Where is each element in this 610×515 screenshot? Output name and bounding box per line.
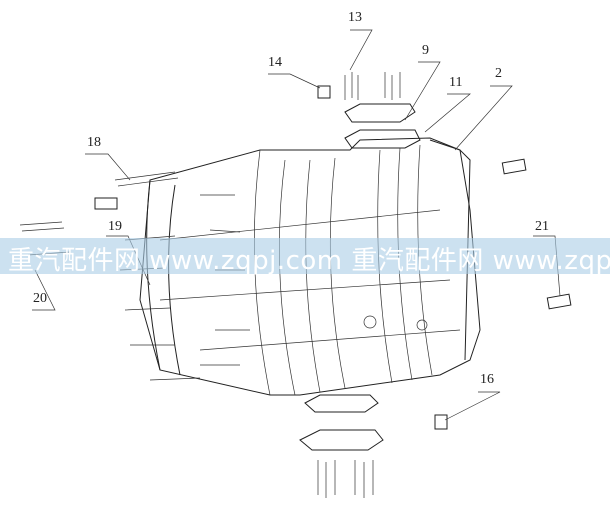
pins-right <box>501 158 572 310</box>
callout-14: 14 <box>268 55 282 70</box>
callout-9: 9 <box>422 43 429 58</box>
leader-lines <box>32 29 561 421</box>
callout-2: 2 <box>495 66 502 81</box>
bolts-top <box>317 72 401 100</box>
watermark-text: 重汽配件网 www.zqpj.com 重汽配件网 www.zqpj.com <box>8 246 610 276</box>
callout-18: 18 <box>87 135 101 150</box>
bottom-cover <box>299 394 448 498</box>
callout-16: 16 <box>480 372 494 387</box>
callout-20: 20 <box>33 291 47 306</box>
callout-13: 13 <box>348 10 362 25</box>
watermark-band: 重汽配件网 www.zqpj.com 重汽配件网 www.zqpj.com <box>0 238 610 276</box>
callout-19: 19 <box>108 219 122 234</box>
callout-21: 21 <box>535 219 549 234</box>
top-cover <box>344 103 421 149</box>
callout-11: 11 <box>449 75 463 90</box>
